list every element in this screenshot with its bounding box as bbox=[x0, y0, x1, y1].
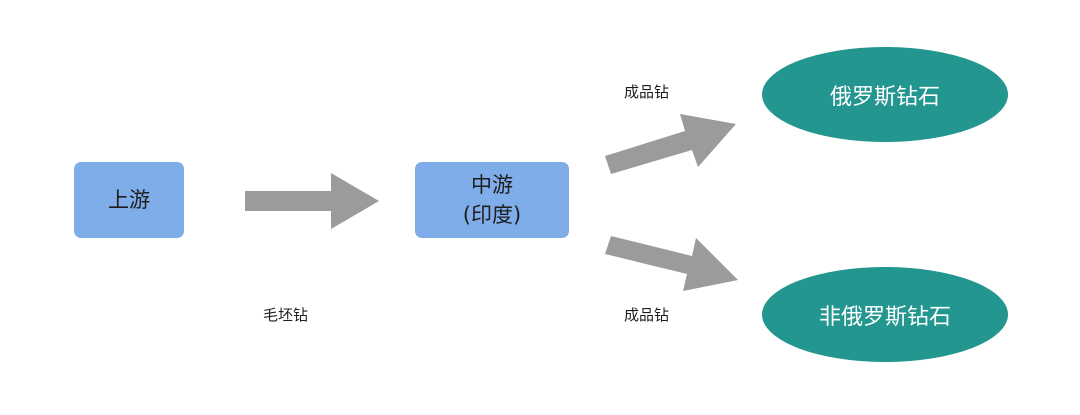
russian-diamonds-node: 俄罗斯钻石 bbox=[762, 47, 1008, 142]
arrow-midstream-to-russian-icon bbox=[605, 114, 736, 174]
russian-diamonds-label: 俄罗斯钻石 bbox=[829, 84, 940, 110]
midstream-label: 中游 bbox=[471, 172, 513, 197]
upstream-node: 上游 bbox=[74, 162, 184, 238]
finished-diamond-edge-label-bottom: 成品钻 bbox=[624, 306, 670, 324]
upstream-label: 上游 bbox=[108, 187, 150, 212]
arrow-upstream-to-midstream-icon bbox=[245, 173, 379, 229]
non-russian-diamonds-node: 非俄罗斯钻石 bbox=[762, 267, 1008, 362]
finished-diamond-edge-label-top: 成品钻 bbox=[624, 83, 670, 101]
non-russian-diamonds-label: 非俄罗斯钻石 bbox=[818, 304, 951, 330]
midstream-sublabel: (印度) bbox=[462, 203, 522, 227]
rough-diamond-edge-label: 毛坯钻 bbox=[263, 306, 309, 324]
arrow-midstream-to-nonrussian-icon bbox=[605, 236, 738, 291]
midstream-node: 中游 (印度) bbox=[415, 162, 569, 238]
